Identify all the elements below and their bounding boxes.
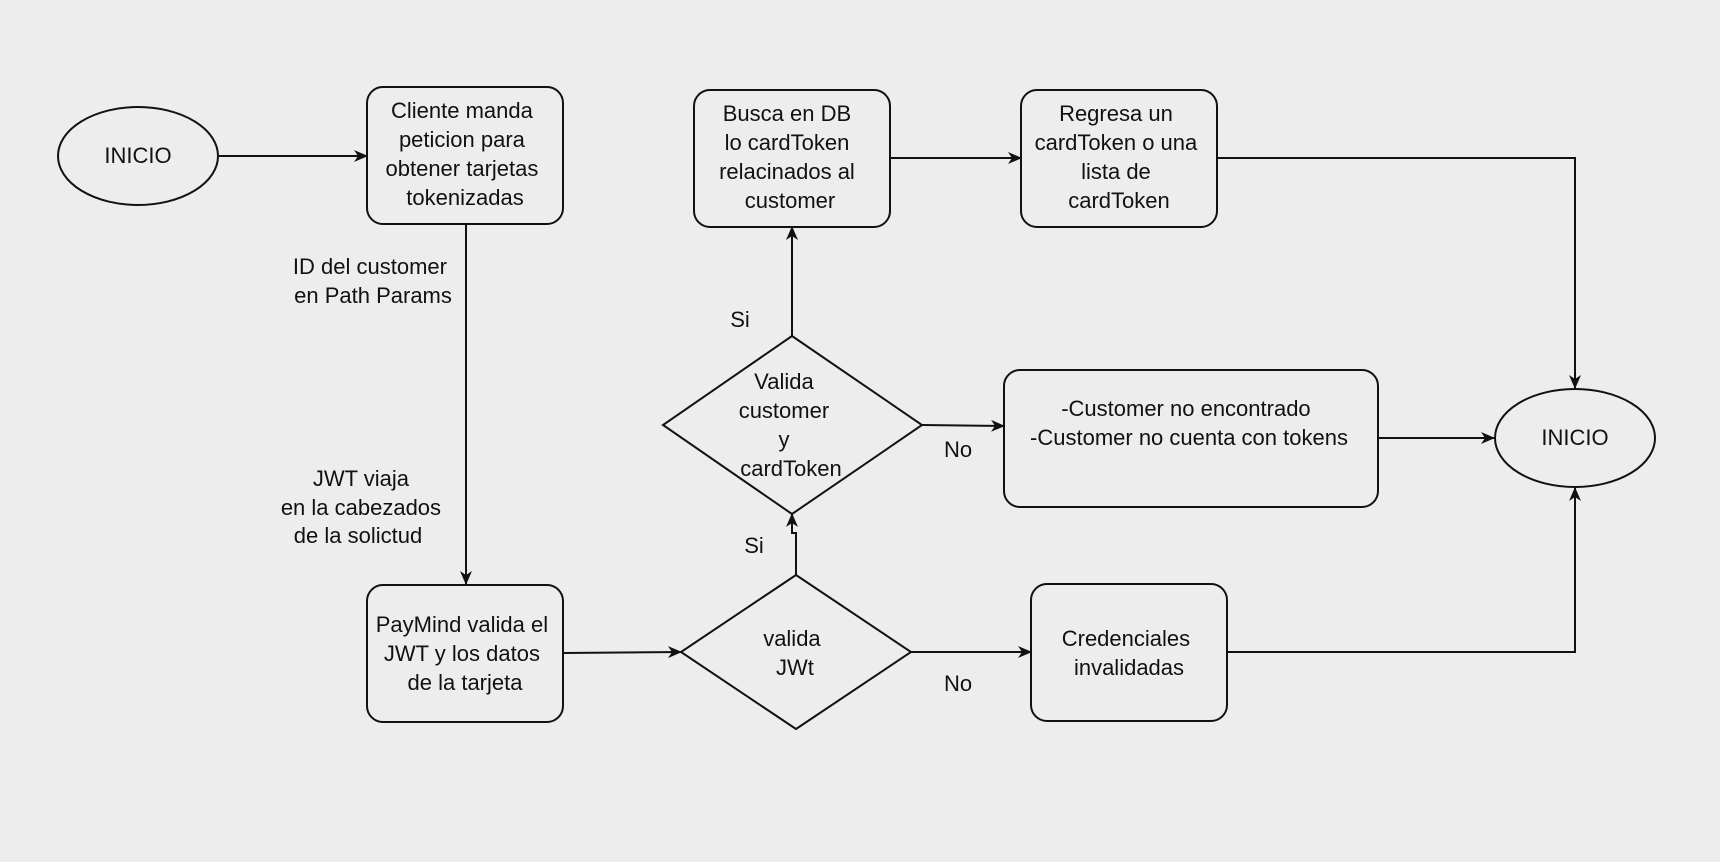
paymind-validation-node: PayMind valida el JWT y los datos de la …	[366, 584, 564, 723]
validate-jwt-decision: valida JWt	[679, 573, 913, 731]
validate-customer-decision: Valida customer y cardToken	[661, 334, 924, 516]
db-search-node: Busca en DB lo cardToken relacinados al …	[693, 89, 891, 228]
return-cardtoken-label: Regresa un cardToken o una lista de card…	[1035, 101, 1204, 213]
db-search-label: Busca en DB lo cardToken relacinados al …	[719, 101, 861, 213]
edge-label-customer-id: ID del customer en Path Params	[293, 254, 453, 308]
start-node: INICIO	[57, 106, 219, 206]
end-node-label: INICIO	[1541, 425, 1608, 450]
end-node: INICIO	[1494, 388, 1656, 488]
client-request-node: Cliente manda peticion para obtener tarj…	[366, 86, 564, 225]
edge-credentials-to-end	[1227, 487, 1581, 653]
edge-paymind-to-jwt	[562, 646, 682, 659]
edge-label-customer-no: No	[944, 437, 972, 462]
edge-label-jwt-yes: Si	[744, 533, 764, 558]
edge-customer-to-error	[921, 419, 1005, 432]
validate-jwt-label: valida JWt	[763, 626, 827, 680]
return-cardtoken-node: Regresa un cardToken o una lista de card…	[1020, 89, 1218, 228]
start-node-label: INICIO	[104, 143, 171, 168]
paymind-validation-label: PayMind valida el JWT y los datos de la …	[376, 612, 555, 695]
edge-jwt-to-customer	[786, 513, 798, 575]
client-request-label: Cliente manda peticion para obtener tarj…	[386, 98, 545, 210]
customer-error-node: -Customer no encontrado -Customer no cue…	[1003, 369, 1379, 508]
customer-error-label: -Customer no encontrado -Customer no cue…	[1030, 396, 1348, 450]
edge-label-jwt-headers: JWT viaja en la cabezados de la solictud	[281, 466, 447, 548]
invalid-credentials-label: Credenciales invalidadas	[1062, 626, 1197, 680]
validate-customer-label: Valida customer y cardToken	[739, 369, 842, 481]
edge-label-jwt-no: No	[944, 671, 972, 696]
invalid-credentials-node: Credenciales invalidadas	[1030, 583, 1228, 722]
edge-label-customer-yes: Si	[730, 307, 750, 332]
edge-return-to-end	[1217, 157, 1581, 389]
